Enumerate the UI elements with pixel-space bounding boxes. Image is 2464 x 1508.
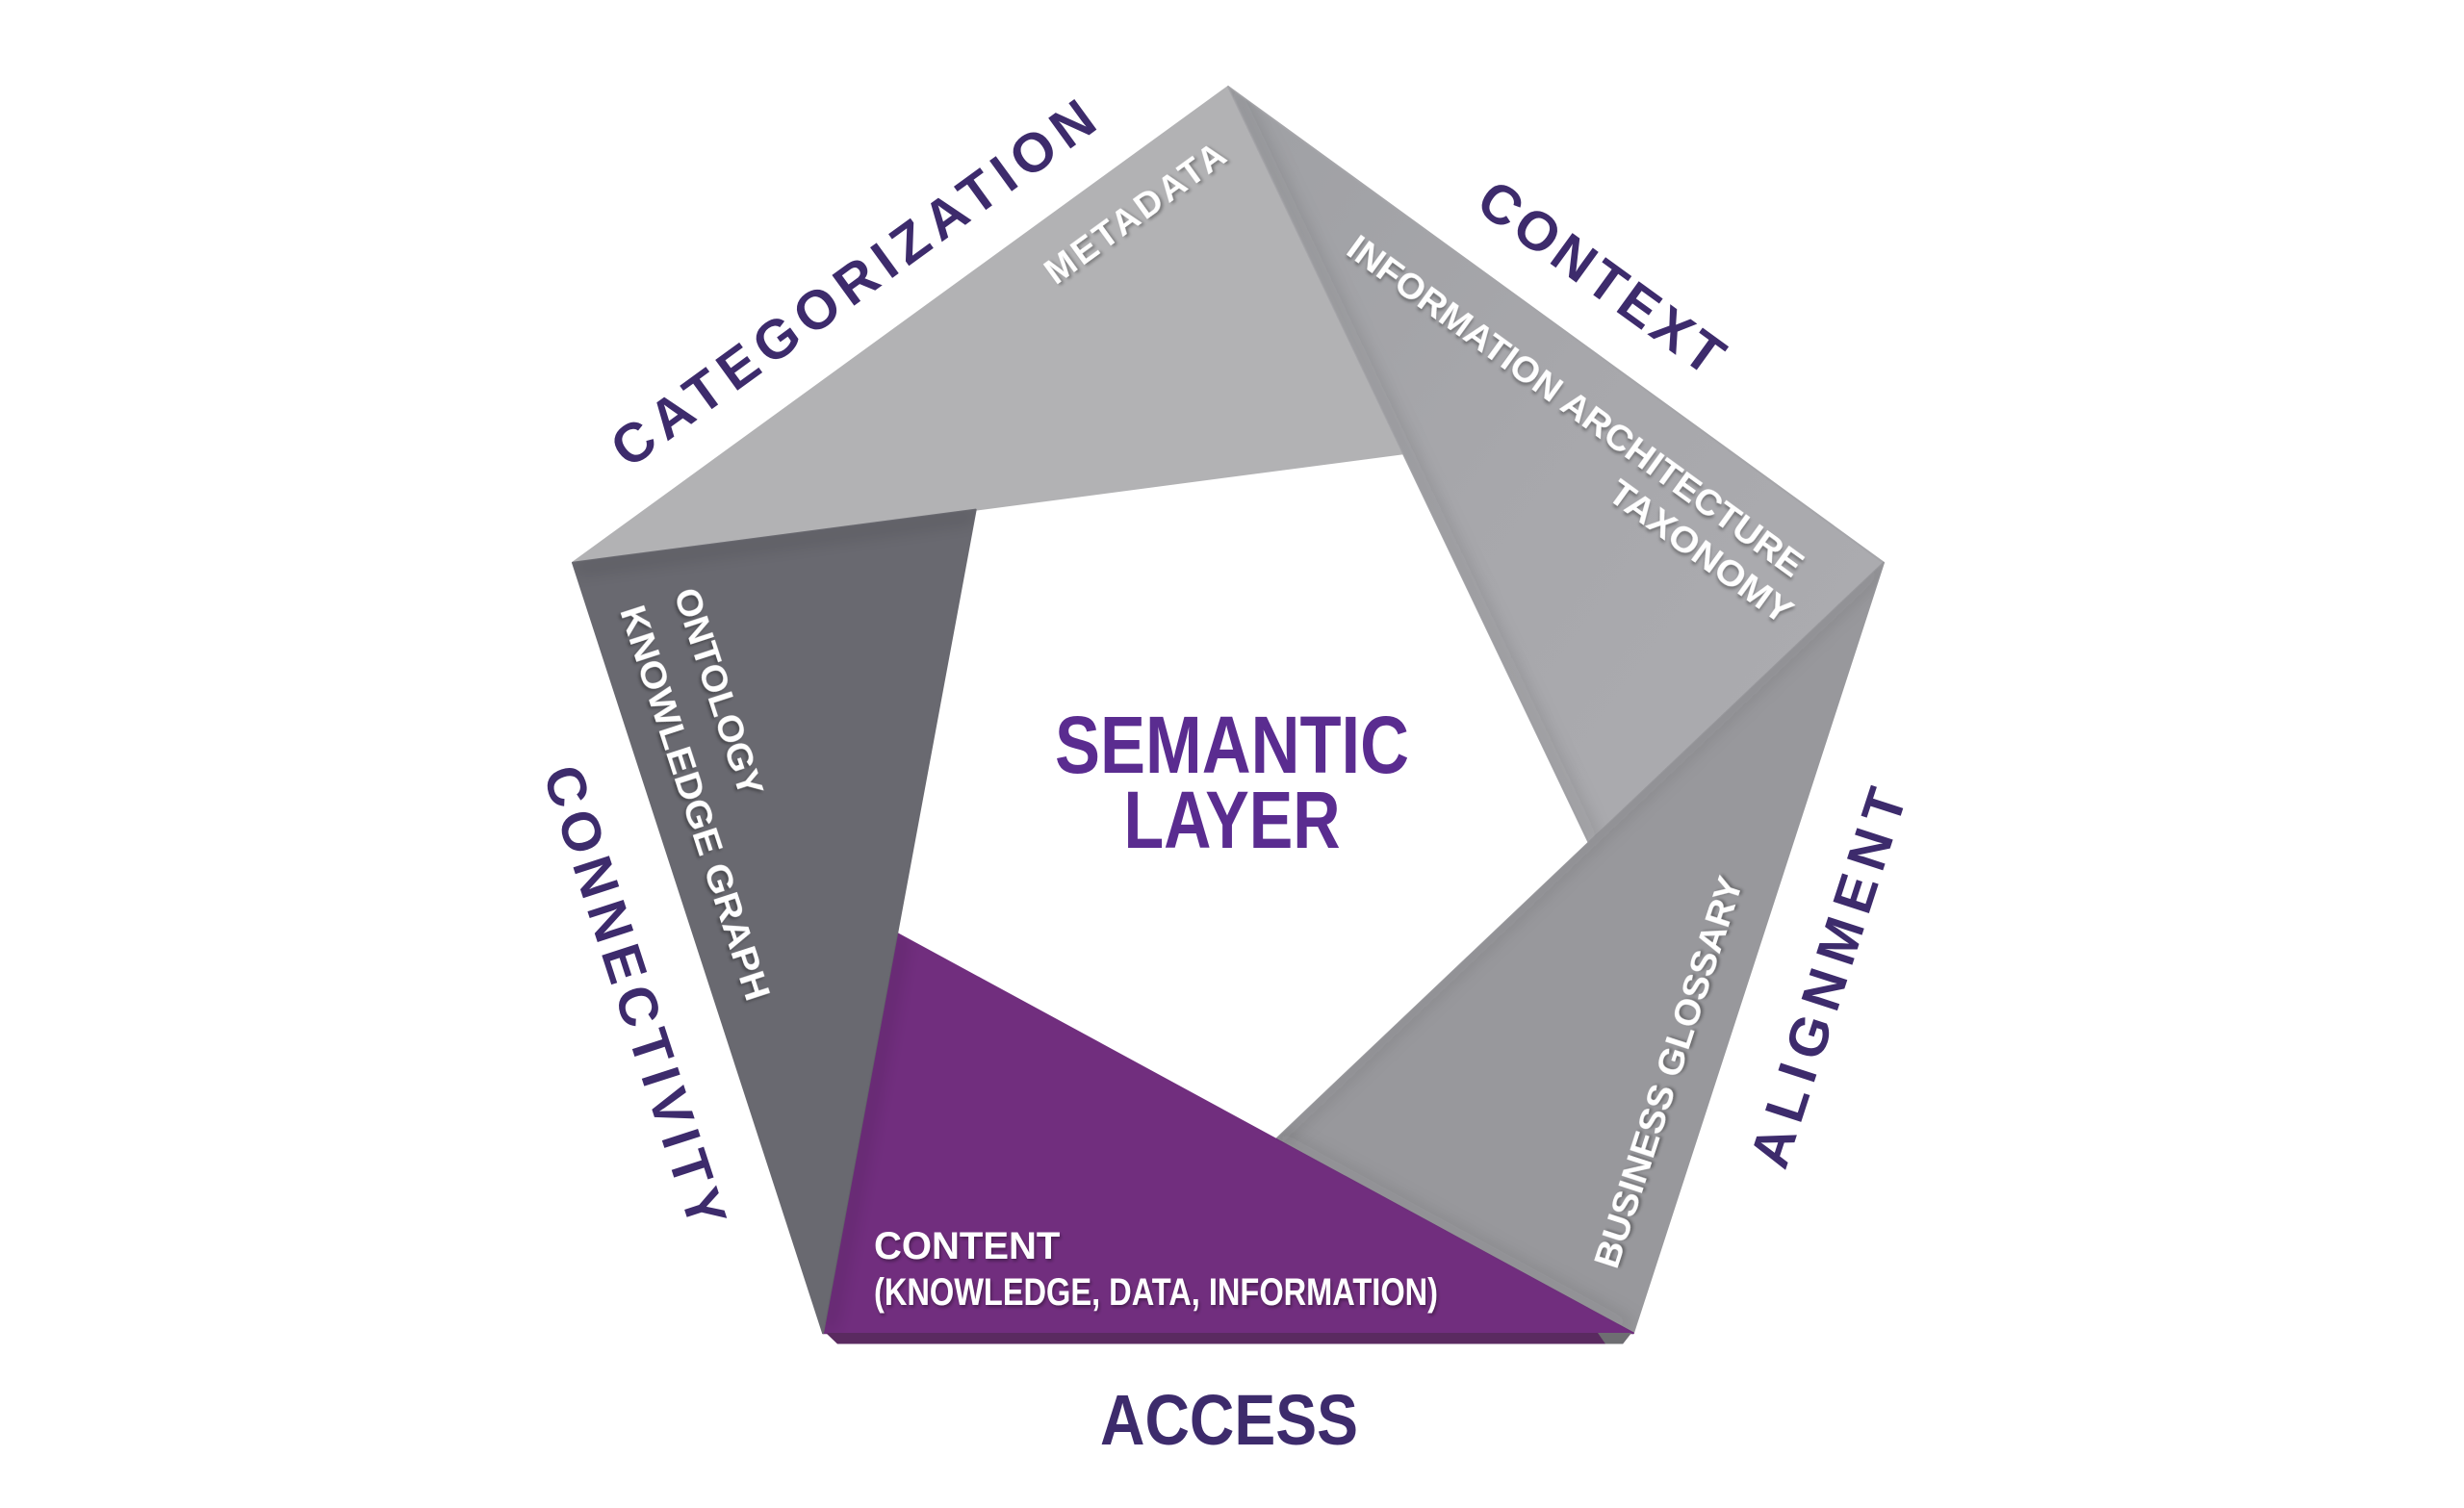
svg-text:(KNOWLEDGE, DATA, INFORMATION): (KNOWLEDGE, DATA, INFORMATION)	[874, 1271, 1438, 1314]
svg-text:ACCESS: ACCESS	[1100, 1380, 1358, 1460]
svg-text:SEMANTIC: SEMANTIC	[1055, 700, 1409, 790]
svg-text:CONTENT: CONTENT	[874, 1225, 1060, 1267]
svg-text:LAYER: LAYER	[1124, 775, 1341, 865]
